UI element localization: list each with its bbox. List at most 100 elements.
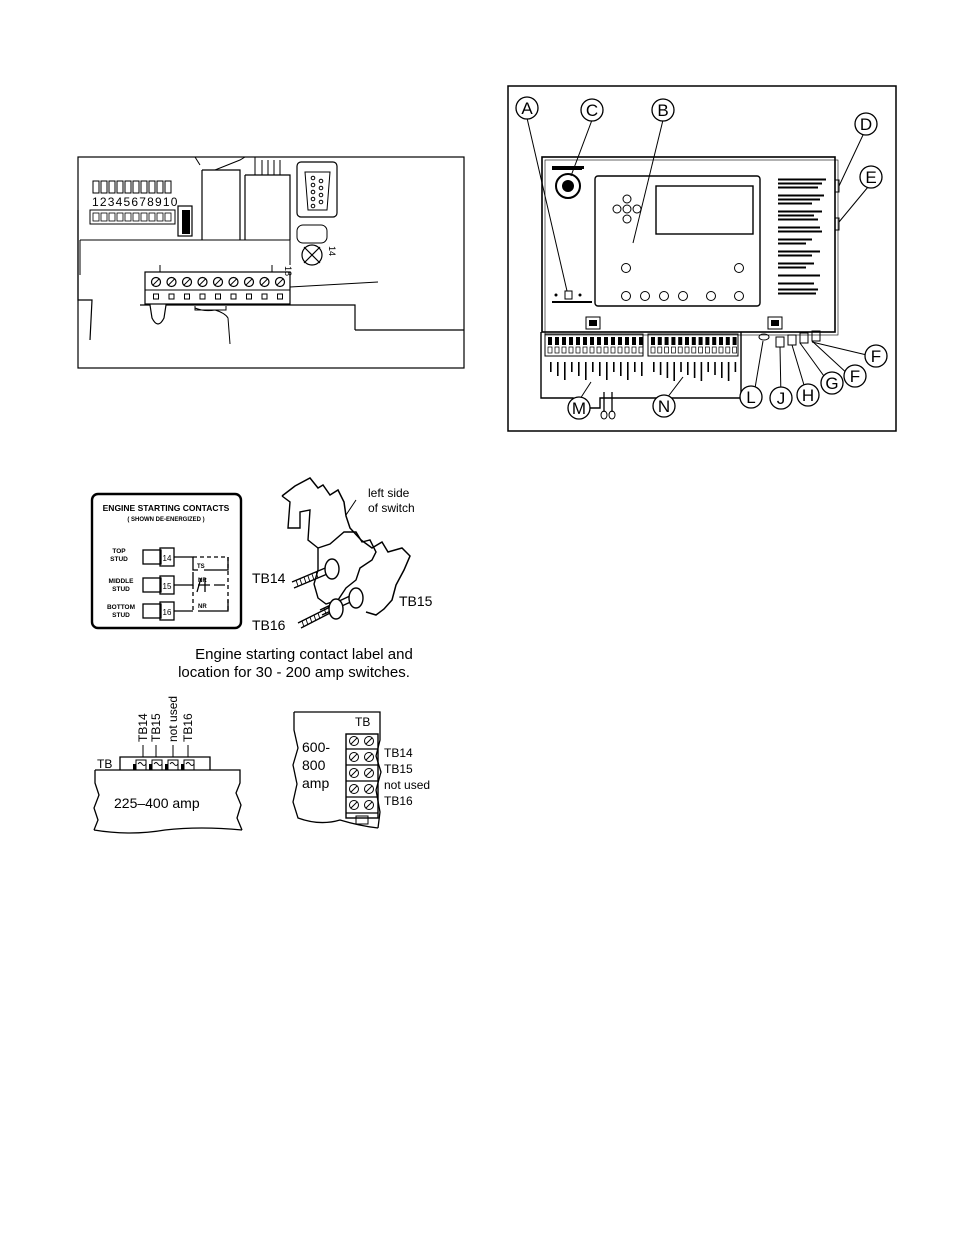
- tb-terminals-225: [133, 759, 195, 771]
- lcd-screen: [655, 185, 754, 235]
- terminal-strip: [144, 265, 291, 305]
- dip-toggle: [108, 180, 116, 194]
- keypad: [612, 194, 744, 301]
- terminal-screw: [150, 276, 162, 288]
- dip-toggle: [100, 180, 108, 194]
- fig1-frame: [77, 156, 465, 369]
- terminal-screw: [181, 276, 193, 288]
- dip-toggle: [140, 180, 148, 194]
- svg-text:18: 18: [283, 266, 293, 276]
- middle-stud-label-2: STUD: [112, 586, 130, 593]
- callout-circle-b: [651, 98, 675, 122]
- fig2-frame: [507, 85, 897, 432]
- terminal-tb16: TB16: [181, 713, 195, 742]
- terminal-screw: [243, 276, 255, 288]
- dip-toggle: [164, 180, 172, 194]
- control-button: [706, 291, 716, 301]
- callout-letter: F: [871, 347, 881, 366]
- middle-stud-label-1: MIDDLE: [109, 578, 135, 585]
- switch-studs: [291, 565, 356, 629]
- terminal-600-tb16: TB16: [384, 794, 413, 808]
- control-button: [678, 291, 688, 301]
- top-stud-label-2: STUD: [110, 556, 128, 563]
- callout-letter: H: [802, 386, 814, 405]
- rating-225-400: 225–400 amp: [114, 795, 200, 811]
- switch-body-outline: [281, 477, 411, 616]
- control-button: [734, 291, 744, 301]
- svg-text:14: 14: [327, 246, 337, 256]
- stud-number-15: 15: [163, 582, 172, 591]
- contact-mark-nr-1: NR: [198, 578, 207, 584]
- connector-l: [758, 333, 770, 341]
- stud-symbols: [142, 547, 175, 621]
- dip-toggle: [148, 180, 156, 194]
- tb-label-225: TB: [97, 757, 112, 771]
- leader-line: [289, 281, 379, 288]
- callout-circle-e: [859, 165, 883, 189]
- leader-line: [194, 307, 231, 345]
- terminal-600-tb14: TB14: [384, 746, 413, 760]
- callout-circle-n: [652, 394, 676, 418]
- contact-mark-ts: TS: [197, 564, 205, 570]
- callout-letter: D: [860, 115, 872, 134]
- potentiometer: [301, 244, 323, 266]
- callout-circle-h: [796, 383, 820, 407]
- tb-terminal-block-600: [345, 733, 379, 825]
- db-connector: [296, 161, 338, 244]
- tb16-callout: TB16: [252, 617, 286, 633]
- control-button: [640, 291, 650, 301]
- terminal-tb15: TB15: [149, 713, 163, 742]
- switch-note-line2: of switch: [368, 501, 415, 515]
- rating-600-line1: 600-: [302, 739, 330, 755]
- pcb-outline: [77, 210, 464, 341]
- callout-circle-g: [820, 371, 844, 395]
- dip-digits: 12345678910: [92, 195, 179, 209]
- fig-600-800-amp: TB 600- 800 amp TB14 TB15 not used TB16: [292, 711, 430, 829]
- callout-letter: E: [865, 168, 876, 187]
- terminal-screw: [274, 276, 286, 288]
- terminal-600-tb15: TB15: [384, 762, 413, 776]
- callout-letter: C: [586, 101, 598, 120]
- component: [177, 205, 193, 237]
- terminal-screw: [228, 276, 239, 288]
- dip-toggle: [92, 180, 100, 194]
- callout-circle-m: [567, 396, 591, 420]
- callout-letter: F: [850, 367, 860, 386]
- display-panel: [594, 175, 761, 307]
- dip-switch: 12345678910: [89, 180, 179, 225]
- rating-600-line3: amp: [302, 775, 329, 791]
- bottom-stud-label-2: STUD: [112, 612, 130, 619]
- terminal-screw: [197, 276, 208, 288]
- caption-line2: location for 30 - 200 amp switches.: [178, 664, 410, 681]
- callout-letter: M: [572, 399, 586, 418]
- caption-line1: Engine starting contact label and: [195, 646, 413, 663]
- fig-225-400-amp: TB 225–400 amp TB14 TB15 not used TB16: [93, 696, 243, 834]
- fig-switch-side: left side of switch TB14 TB15 TB16: [252, 477, 433, 633]
- callout-leaders: [526, 117, 872, 400]
- callout-circle-j: [769, 386, 793, 410]
- dip-toggle: [156, 180, 164, 194]
- top-stud-label-1: TOP: [112, 548, 126, 555]
- callout-letter: L: [746, 388, 755, 407]
- terminal-tb14: TB14: [136, 713, 150, 742]
- terminal-screw: [259, 276, 270, 288]
- terminal-600-not-used: not used: [384, 778, 430, 792]
- label-title: ENGINE STARTING CONTACTS: [103, 503, 230, 513]
- dip-toggle: [116, 180, 124, 194]
- contact-mark-nr-2: NR: [198, 604, 207, 610]
- callout-circle-a: [515, 96, 539, 120]
- callout-letter: N: [658, 397, 670, 416]
- dip-toggle: [132, 180, 140, 194]
- callout-letter: A: [521, 99, 533, 118]
- switch-base-outline: [93, 769, 243, 831]
- control-button: [621, 291, 631, 301]
- callout-letter: G: [825, 374, 838, 393]
- callout-circle-l: [739, 385, 763, 409]
- stud-number-14: 14: [163, 554, 172, 563]
- stud-number-16: 16: [163, 608, 172, 617]
- callout-circle-d: [854, 112, 878, 136]
- callout-circle-f: [843, 364, 867, 388]
- switch-note-line1: left side: [368, 486, 410, 500]
- relay-blocks: [201, 169, 291, 240]
